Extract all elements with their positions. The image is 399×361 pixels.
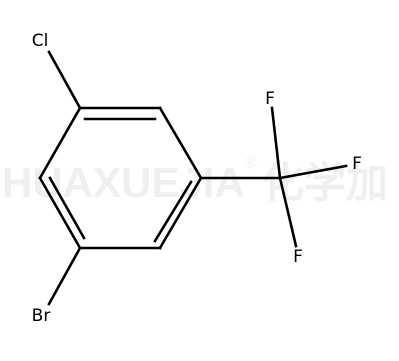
atom-label-fluorine-bottom: F	[293, 247, 303, 267]
benzene-ring	[38, 106, 203, 250]
bond-to-fluorine-right	[278, 164, 348, 180]
watermark-registered-mark: ®	[245, 155, 257, 172]
atom-label-fluorine-right: F	[352, 154, 362, 174]
ring-bond-lower-left	[38, 176, 82, 250]
ring-bond-lower-right-inner	[153, 180, 193, 243]
atom-label-bromine: Br	[32, 306, 51, 326]
bond-to-fluorine-bottom	[278, 176, 298, 248]
watermark: HUAXUEJIA ® 化学加	[2, 155, 388, 206]
ring-bond-upper-left	[38, 106, 82, 180]
atom-label-fluorine-top: F	[265, 89, 275, 109]
bond-to-chlorine	[47, 50, 82, 110]
substituent-bonds	[47, 50, 348, 306]
bond-to-fluorine-top	[270, 106, 282, 180]
atom-label-chlorine: Cl	[32, 31, 49, 51]
watermark-chinese: 化学加	[262, 159, 388, 206]
ring-bond-lower-left-inner	[48, 176, 86, 240]
ring-bond-lower-right	[158, 176, 203, 250]
ring-bond-upper-right	[158, 106, 203, 180]
watermark-text: HUAXUEJIA	[2, 159, 245, 206]
bond-to-bromine	[47, 246, 82, 306]
atom-labels: Cl Br F F F	[32, 31, 362, 326]
